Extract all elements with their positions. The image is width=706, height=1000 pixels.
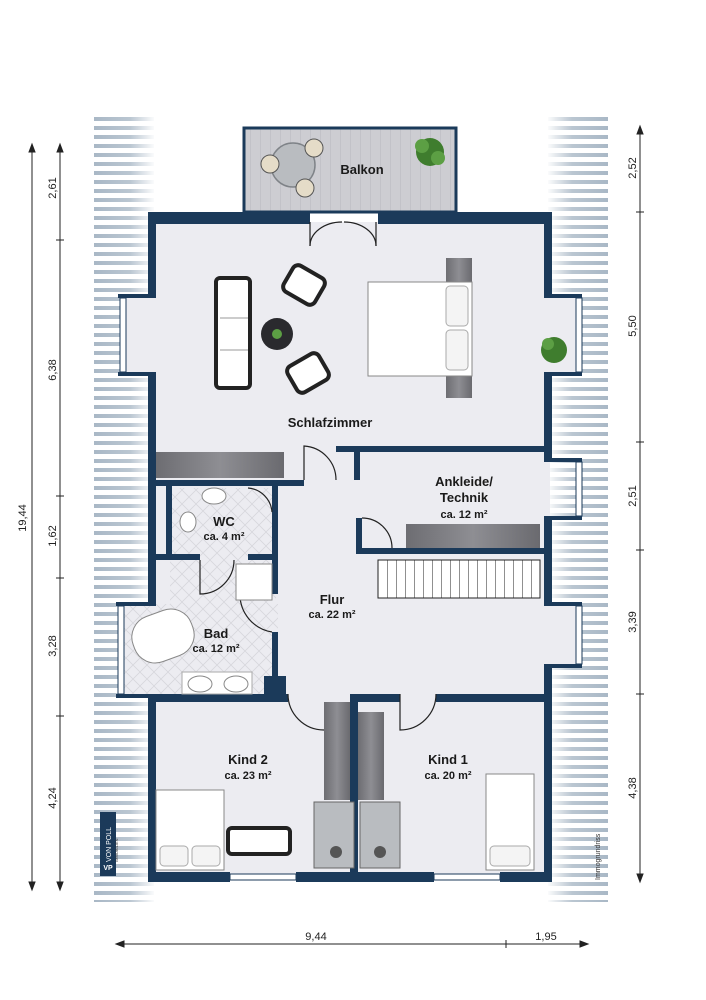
dim-bottom-main: 9,44 [305,931,326,943]
flur-name: Flur [320,592,345,607]
roof-left [94,112,154,902]
logo-mark: VP [103,865,113,872]
wc-area: ca. 4 m² [204,531,245,543]
room-labels: Balkon Schlafzimmer Ankleide/ Technik ca… [192,162,493,782]
dim-right-1: 2,52 [627,157,639,178]
logo-text: VON POLL [106,827,113,862]
kind2-name: Kind 2 [228,752,268,767]
logo: VP VON POLL IMMOBILIEN [100,812,119,876]
dim-right-4: 3,39 [627,611,639,632]
walls [116,212,582,882]
balkon-name: Balkon [340,162,383,177]
dim-left-2: 6,38 [47,359,59,380]
wc-name: WC [213,514,235,529]
dimension-labels: 19,44 2,61 6,38 1,62 3,28 4,24 2,52 5,50… [17,157,639,943]
credit: Immogrundriss [595,833,602,880]
dim-right-5: 4,38 [627,777,639,798]
dim-bottom-side: 1,95 [535,931,556,943]
ankleide-area: ca. 12 m² [440,509,487,521]
dim-left-total: 19,44 [17,504,29,532]
kind2-area: ca. 23 m² [224,770,271,782]
kind1-area: ca. 20 m² [424,770,471,782]
bad-name: Bad [204,626,229,641]
dim-right-2: 5,50 [627,315,639,336]
kind1-name: Kind 1 [428,752,468,767]
plant-icon [541,337,567,363]
logo-sub: IMMOBILIEN [114,838,119,862]
dim-left-3: 1,62 [47,525,59,546]
windows [117,297,583,881]
dim-left-4: 3,28 [47,635,59,656]
dim-left-5: 4,24 [47,787,59,808]
dimension-lines [28,124,644,948]
dim-left-1: 2,61 [47,177,59,198]
balcony [242,126,458,214]
ankleide-name-2: Technik [440,490,489,505]
dim-right-3: 2,51 [627,485,639,506]
ankleide-name-1: Ankleide/ [435,474,493,489]
bad-area: ca. 12 m² [192,643,239,655]
furniture [131,258,567,871]
schlafzimmer-name: Schlafzimmer [288,415,373,430]
flur-area: ca. 22 m² [308,609,355,621]
plant-icon [415,138,445,166]
